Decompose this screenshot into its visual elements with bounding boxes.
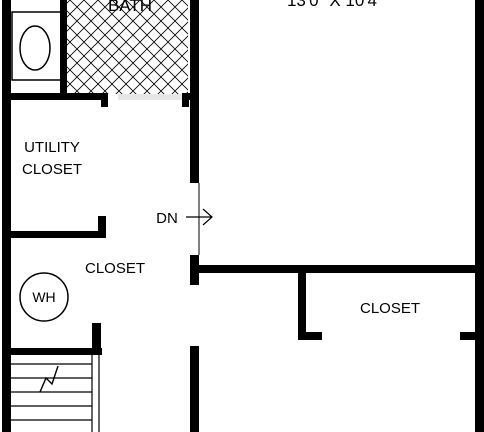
- toilet-icon: [11, 11, 65, 81]
- bath-threshold: [118, 94, 182, 100]
- wall-utility-bottom: [2, 231, 106, 238]
- wall-bath-door-jamb-left: [101, 93, 108, 107]
- wall-bedroom-bottom: [190, 265, 484, 273]
- wall-right-closet-bottom-left: [298, 332, 322, 340]
- bath-label: BATH: [108, 0, 152, 15]
- stairs-icon: [11, 355, 100, 432]
- wall-bath-divider: [60, 0, 67, 94]
- wall-right-closet-bottom-right: [460, 332, 484, 340]
- wall-stair-jamb: [92, 323, 101, 355]
- utility-closet-label-line1: UTILITY: [24, 139, 80, 156]
- closet-right-label: CLOSET: [360, 300, 420, 317]
- wall-right-closet-left: [298, 265, 306, 340]
- water-heater-label: WH: [32, 289, 55, 305]
- utility-closet-label-line2: CLOSET: [22, 161, 82, 178]
- bath-tile-floor: [66, 0, 188, 94]
- wall-bath-door-jamb-right: [182, 93, 189, 107]
- stair-down-label: DN: [156, 210, 178, 227]
- wall-bath-bottom-left: [2, 93, 108, 100]
- wall-stair-top: [2, 348, 102, 355]
- bedroom-dimensions-label: 13'0" X 10'4": [287, 0, 383, 10]
- wall-utility-door-jamb: [98, 216, 106, 238]
- arrow-right-icon: [186, 208, 213, 226]
- wall-right-outer: [475, 0, 484, 432]
- closet-left-label: CLOSET: [85, 260, 145, 277]
- wall-left-outer: [2, 0, 11, 432]
- water-heater-icon: [19, 272, 69, 322]
- wall-center-upper: [190, 0, 199, 183]
- wall-center-lower: [190, 346, 199, 432]
